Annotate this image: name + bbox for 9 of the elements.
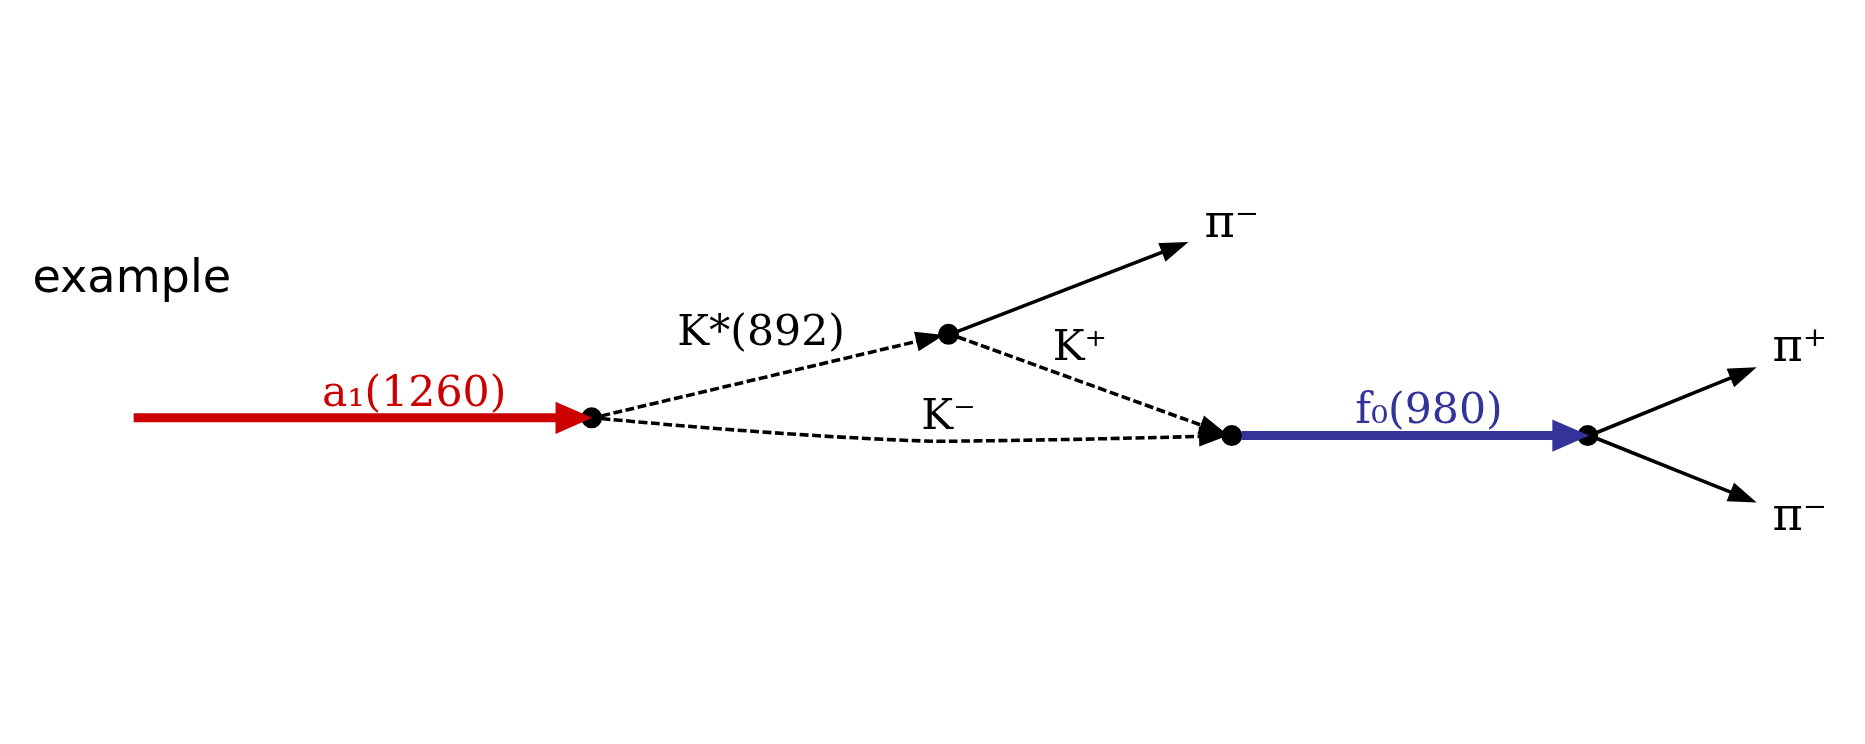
edge-label: K⁺ — [1052, 319, 1108, 370]
node-text: π⁻ — [1772, 486, 1828, 541]
label: example — [32, 248, 232, 303]
node-text: π⁻ — [1204, 193, 1260, 248]
edge-label: a₁(1260) — [322, 365, 507, 416]
edge-label: K*(892) — [677, 304, 845, 355]
node-text: π⁺ — [1772, 317, 1828, 372]
edge-label: K⁻ — [921, 388, 976, 439]
edge-label: f₀(980) — [1355, 382, 1503, 433]
